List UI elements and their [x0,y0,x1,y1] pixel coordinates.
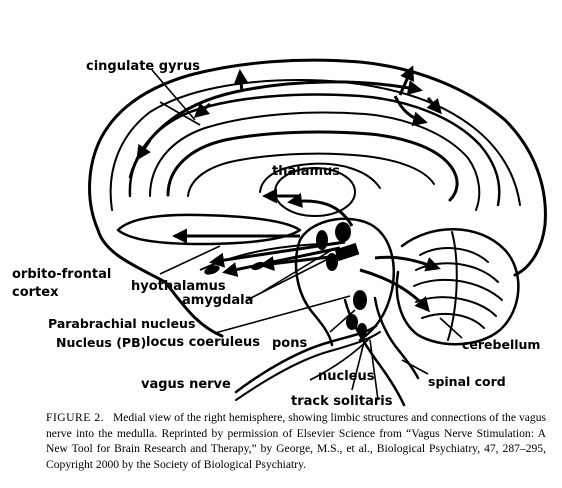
label-cortex: cortex [12,285,59,300]
corpus-callosum [166,130,459,202]
label-cingulate-gyrus: cingulate gyrus [86,59,200,74]
label-cerebellum: cerebellum [462,337,540,352]
nuclei-blobs [204,222,367,337]
label-amygdala: amygdala [182,293,253,308]
label-nucleus: nucleus [318,369,375,384]
cingulate-gyrus-inner [149,111,481,211]
label-orbito-frontal: orbito-frontal [12,267,111,282]
connection-arrows [128,65,442,313]
label-nucleus-pb: Nucleus (PB) [56,335,146,350]
medulla-right [373,296,420,380]
vagus-nerve-path [234,324,378,394]
brain-outline [88,58,547,338]
brain-diagram: cingulate gyrus thalamus orbito-frontal … [12,58,547,409]
label-pons: pons [272,336,307,351]
figure-caption: FIGURE 2. Medial view of the right hemis… [46,410,546,472]
caption-text: Medial view of the right hemisphere, sho… [46,411,547,471]
label-thalamus: thalamus [272,164,340,179]
cerebellum-shape [395,228,520,346]
label-spinal-cord: spinal cord [428,374,506,389]
vagus-nerve-path-2 [235,331,381,401]
fornix [259,162,381,193]
label-track-solitaris: track solitaris [291,394,393,409]
label-hyothalamus: hyothalamus [131,279,226,294]
corpus-callosum-inner [187,152,435,197]
cortex-inner-contour [109,79,521,211]
orbito-frontal-lobe [116,213,302,246]
label-locus-coeruleus: locus coeruleus [146,335,260,350]
leader-lines [151,69,463,401]
caption-figure-label: FIGURE 2. [46,411,105,424]
label-vagus-nerve: vagus nerve [141,377,231,392]
label-parabrachial: Parabrachial nucleus [48,316,195,331]
